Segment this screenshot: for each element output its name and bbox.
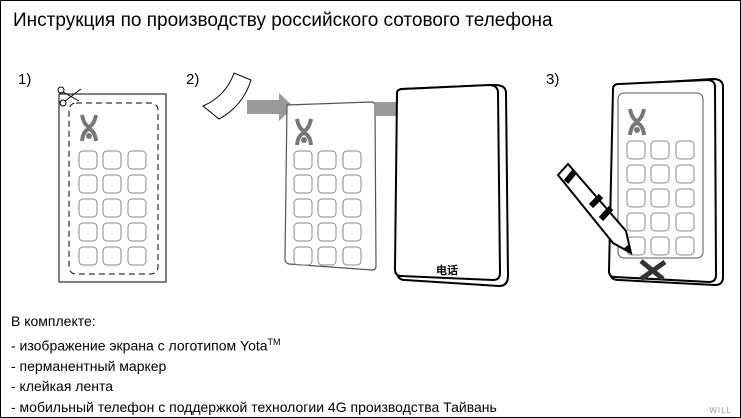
tape-icon [202,72,252,120]
kit-contents: В комплекте: - изображение экрана с лого… [11,311,497,417]
screen-sheet-tilted [284,101,377,271]
kit-heading: В комплекте: [11,313,96,329]
phone-brand-label: 电话 [436,263,458,277]
illustration: 电话 [57,72,724,288]
taiwan-phone: 电话 [393,83,510,288]
kit-item: - изображение экрана с логотипом YotaTM [11,336,281,354]
x-mark-icon [639,259,667,282]
step-1-label: 1) [18,71,32,88]
kit-item: - перманентный маркер [11,357,167,374]
printed-screen-sheet [58,93,167,283]
step-2-label: 2) [186,71,200,88]
step-3-label: 3) [546,71,560,88]
scissors-icon [57,86,82,107]
arrow-icon [247,93,294,121]
marker-icon [556,162,633,255]
yota-logo-icon [80,113,98,143]
finished-phone [607,77,724,287]
kit-item: - клейкая лента [11,378,114,395]
page-title: Инструкция по производству российского с… [13,10,553,31]
kit-item: - мобильный телефон с поддержкой техноло… [11,398,497,415]
artist-signature: WILL [709,406,732,415]
